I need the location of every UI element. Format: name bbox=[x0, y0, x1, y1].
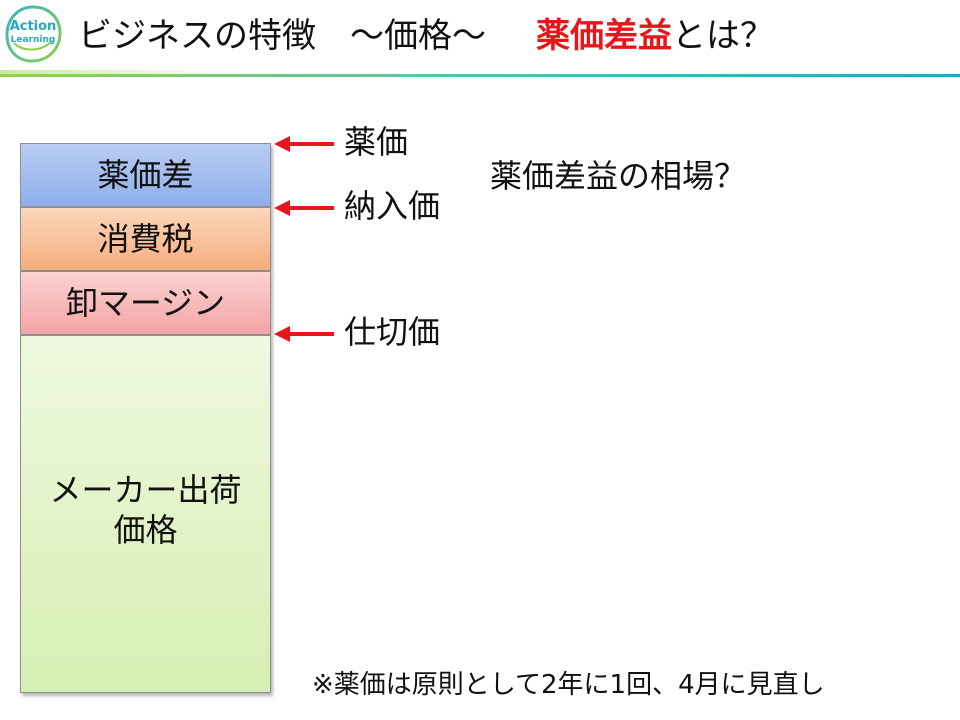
question-text: 薬価差益の相場？ bbox=[490, 157, 747, 195]
segment-label-line1: メーカー出荷 bbox=[49, 471, 242, 509]
left-arrow-icon bbox=[274, 200, 334, 216]
segment-wholesale-margin: 卸マージン bbox=[20, 271, 271, 335]
price-label-yakka: 薬価 bbox=[344, 123, 409, 161]
segment-label: 消費税 bbox=[97, 220, 194, 258]
segment-label: メーカー出荷 価格 bbox=[49, 470, 241, 550]
segment-label: 薬価差 bbox=[97, 156, 194, 194]
segment-label: 卸マージン bbox=[65, 284, 226, 322]
left-arrow-icon bbox=[274, 326, 334, 342]
slide-title: ビジネスの特徴 ～価格～ 薬価差益とは？ bbox=[78, 8, 774, 64]
title-main: ビジネスの特徴 ～価格～ bbox=[78, 16, 486, 56]
footnote: ※薬価は原則として2年に1回、4月に見直し bbox=[312, 670, 825, 700]
left-arrow-icon bbox=[274, 136, 334, 152]
logo-text-action: Action bbox=[10, 19, 57, 34]
price-label-delivery: 納入価 bbox=[344, 187, 441, 225]
title-suffix: とは？ bbox=[672, 16, 774, 56]
logo-text-learning: Learning bbox=[11, 35, 56, 45]
title-accent: 薬価差益 bbox=[536, 16, 672, 56]
segment-label-line2: 価格 bbox=[113, 511, 178, 549]
action-learning-logo: Action Learning bbox=[5, 5, 62, 63]
slide-header: Action Learning ビジネスの特徴 ～価格～ 薬価差益とは？ bbox=[0, 0, 960, 77]
price-breakdown-stack: 薬価差 消費税 卸マージン メーカー出荷 価格 bbox=[20, 143, 271, 693]
segment-manufacturer-price: メーカー出荷 価格 bbox=[20, 335, 271, 693]
segment-consumption-tax: 消費税 bbox=[20, 207, 271, 271]
header-divider bbox=[0, 70, 960, 77]
segment-yakka-margin: 薬価差 bbox=[20, 143, 271, 207]
price-label-shikiri: 仕切価 bbox=[344, 313, 441, 351]
